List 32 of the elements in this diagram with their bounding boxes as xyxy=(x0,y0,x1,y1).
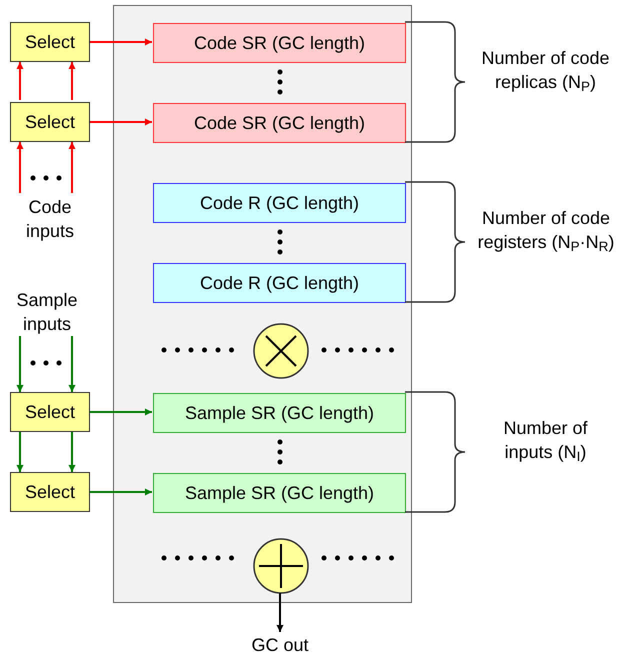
arrow xyxy=(68,62,76,100)
arrow xyxy=(90,488,152,496)
input-label: Sample inputs xyxy=(2,288,92,336)
register-box: Code R (GC length) xyxy=(153,183,406,223)
multiplier-symbol xyxy=(253,323,309,379)
adder-symbol xyxy=(253,538,309,594)
input-label: Code inputs xyxy=(8,195,92,243)
arrow xyxy=(90,118,152,126)
select-box: Select xyxy=(10,22,90,62)
arrow xyxy=(90,408,152,416)
select-box: Select xyxy=(10,102,90,142)
arrow xyxy=(16,62,24,100)
count-label: Number of inputs (N$_{I}$) xyxy=(502,417,589,464)
arrow xyxy=(90,38,152,46)
shift-register-box: Code SR (GC length) xyxy=(153,103,406,143)
arrow xyxy=(16,432,24,472)
arrow xyxy=(68,432,76,472)
shift-register-box: Code SR (GC length) xyxy=(153,23,406,63)
select-box: Select xyxy=(10,472,90,512)
count-label: Number of code replicas (N$_{P}$) xyxy=(480,47,611,94)
count-label: Number of code registers (N$_{P}$·N$_{R}$) xyxy=(476,207,616,254)
panel-background xyxy=(113,5,412,603)
register-box: Code R (GC length) xyxy=(153,263,406,303)
shift-register-box: Sample SR (GC length) xyxy=(153,393,406,433)
arrow xyxy=(68,142,76,193)
arrow xyxy=(276,593,284,632)
select-box: Select xyxy=(10,392,90,432)
output-label: GC out xyxy=(230,632,330,658)
shift-register-box: Sample SR (GC length) xyxy=(153,473,406,513)
arrow xyxy=(68,336,76,392)
arrow xyxy=(16,336,24,392)
arrow xyxy=(16,142,24,193)
